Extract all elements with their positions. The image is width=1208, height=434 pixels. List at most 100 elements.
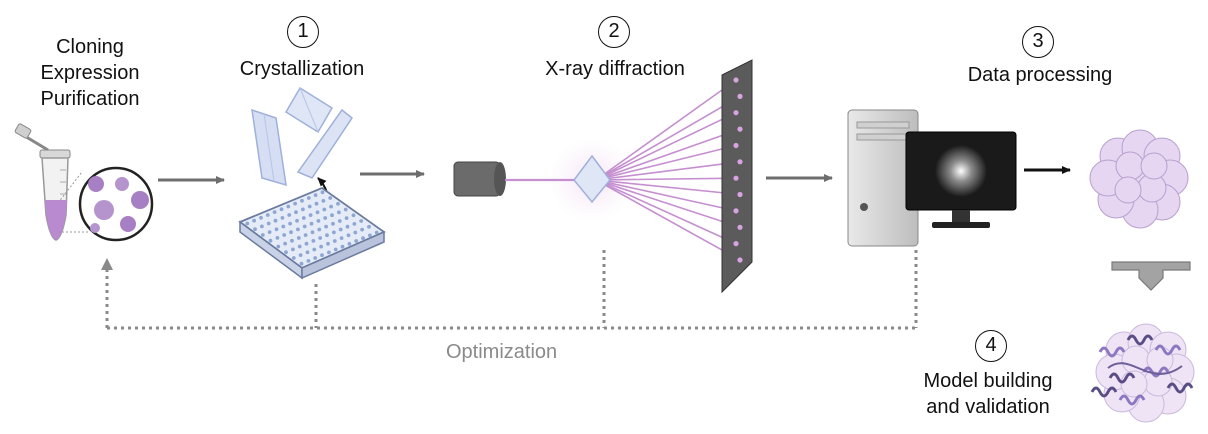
helix-ribbon (1098, 346, 1126, 358)
down-arrow (1111, 261, 1191, 291)
well-dot (311, 239, 316, 243)
well-dot (265, 213, 270, 217)
well-dot (340, 244, 345, 249)
beam-line (595, 95, 741, 181)
well-dot (322, 207, 327, 212)
step-number-2: 2 (598, 16, 630, 48)
density-lobe (1114, 176, 1142, 204)
well-dot (326, 241, 330, 246)
well-dot (290, 238, 294, 243)
well-dot (344, 216, 349, 221)
beam-spot (733, 241, 739, 247)
well-dot (368, 233, 372, 238)
well-dot (294, 210, 298, 215)
beam-spot (733, 77, 739, 83)
density-lobe (1120, 370, 1148, 398)
well-dot (306, 259, 311, 263)
beam-line (595, 79, 737, 181)
well-dot (268, 238, 273, 243)
well-dot (259, 215, 263, 220)
beam-line (595, 177, 737, 181)
beam-spot (733, 175, 739, 181)
well-dot (276, 244, 281, 249)
helix-ribbon (1118, 394, 1146, 406)
well-dot (308, 213, 313, 218)
well-dot (332, 230, 336, 235)
well-dot (293, 201, 297, 206)
step-label-line: and validation (926, 396, 1050, 418)
well-dot (301, 216, 306, 220)
well-dot (331, 221, 335, 226)
beam-line (595, 128, 741, 181)
well-dot (296, 227, 300, 232)
well-dot (336, 201, 340, 206)
well-dot (353, 230, 358, 235)
well-dot (333, 247, 338, 252)
step-label-purification: Cloning Expression Purification (30, 34, 150, 112)
well-dot (295, 218, 299, 223)
beam-spot (733, 142, 739, 149)
xray-source-icon (453, 161, 506, 197)
well-dot (317, 227, 322, 232)
beam-line (595, 179, 737, 212)
loop-ribbon (1107, 362, 1183, 375)
well-dot (359, 219, 364, 223)
well-dot (304, 241, 309, 246)
well-dot (299, 261, 304, 266)
well-dot (360, 227, 364, 232)
well-dot (273, 218, 278, 223)
beam-line (595, 144, 737, 181)
well-dot (315, 210, 320, 215)
well-dot (318, 236, 323, 240)
well-dot (345, 224, 350, 229)
well-dot (283, 241, 287, 246)
well-dot (275, 236, 280, 240)
well-dot (337, 219, 342, 223)
well-dot (314, 201, 319, 206)
well-dot (337, 210, 341, 215)
well-dot (291, 256, 296, 260)
density-lobe (1140, 152, 1168, 180)
helix-ribbon (1142, 366, 1170, 378)
helix-ribbon (1126, 334, 1154, 346)
well-dot (272, 210, 277, 215)
well-dot (307, 204, 312, 209)
step-label-model-building: Model building and validation (898, 368, 1078, 420)
well-dot (286, 204, 291, 209)
well-dot (347, 242, 352, 246)
well-plate-icon (238, 186, 386, 280)
beam-spot (737, 191, 743, 198)
well-dot (332, 239, 337, 243)
helix-ribbon (1154, 344, 1182, 356)
step-label-data-processing: Data processing (967, 64, 1113, 86)
step-number-1: 1 (287, 16, 319, 48)
optimization-label: Optimization (446, 341, 558, 363)
well-dot (310, 230, 315, 235)
well-dot (330, 213, 334, 218)
well-dot (320, 253, 324, 258)
well-dot (320, 190, 325, 195)
beam-line (595, 179, 741, 261)
well-dot (327, 250, 331, 255)
well-dot (253, 227, 257, 232)
well-dot (346, 233, 351, 238)
diffraction-beams (505, 79, 741, 261)
well-dot (354, 239, 359, 243)
step-label-line: Purification (40, 88, 140, 110)
protein-zoom-circle (78, 166, 154, 242)
well-dot (313, 193, 318, 198)
beam-spot (737, 257, 743, 263)
well-dot (267, 230, 272, 235)
well-dot (284, 250, 288, 255)
beam-spot (737, 126, 743, 132)
well-dot (298, 253, 303, 257)
step-label-xray-diffraction: X-ray diffraction (545, 58, 685, 80)
well-dot (282, 233, 287, 237)
well-dot (316, 219, 321, 223)
crystals-icon (251, 86, 354, 213)
optimization-arrowhead (101, 258, 113, 270)
beam-spot (737, 93, 743, 99)
helix-ribbon (1166, 382, 1194, 394)
well-dot (329, 204, 333, 209)
well-dot (309, 221, 314, 226)
